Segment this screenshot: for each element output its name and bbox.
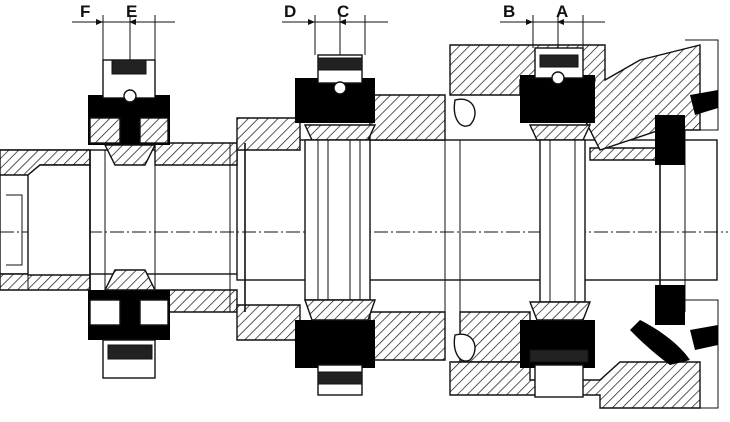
synchro-unit-dc <box>295 54 377 396</box>
shaft-band-top-right <box>369 94 446 141</box>
label-d: D <box>284 2 296 21</box>
label-f: F <box>80 2 90 21</box>
synchro-unit-fe <box>88 59 170 379</box>
label-a: A <box>556 2 568 21</box>
dimension-lines <box>72 15 605 60</box>
synchro-unit-ba <box>520 47 685 398</box>
shaft-band-top-left <box>154 142 238 166</box>
shaft-band-bottom-right <box>369 311 446 361</box>
label-c: C <box>337 2 349 21</box>
shaft-end-bottom <box>0 273 91 291</box>
shaft-band-bottom-mid <box>236 304 301 341</box>
shaft-band-top-mid <box>236 117 301 151</box>
label-b: B <box>503 2 515 21</box>
label-e: E <box>126 2 137 21</box>
